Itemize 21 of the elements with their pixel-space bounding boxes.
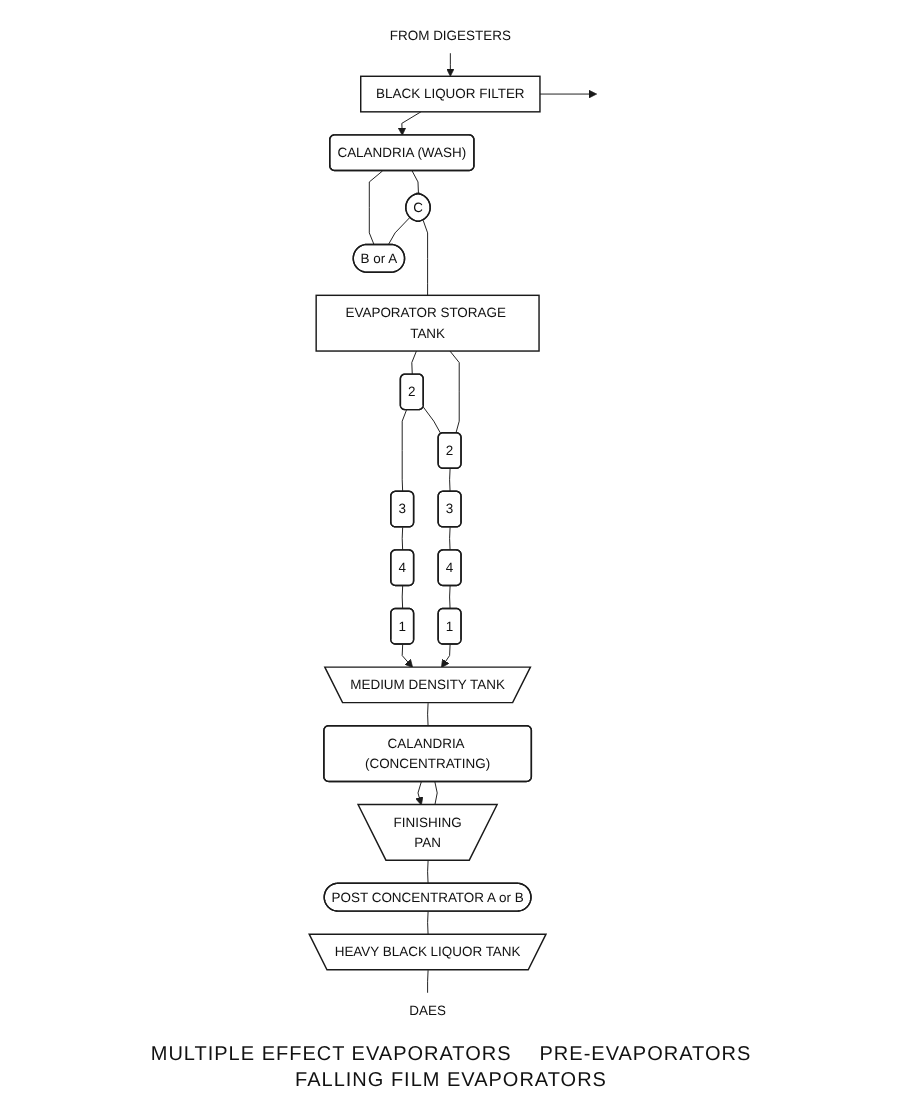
connector (422, 406, 442, 435)
connector (401, 585, 404, 610)
connector (449, 585, 451, 610)
connector (422, 219, 429, 296)
connector (427, 911, 429, 936)
connector (427, 860, 429, 885)
connector (411, 170, 419, 195)
connector (427, 702, 429, 727)
connector (427, 969, 429, 994)
section-label: PRE-EVAPORATORS (539, 1044, 752, 1066)
section-label: MULTIPLE EFFECT EVAPORATORS (150, 1044, 512, 1066)
connector (449, 526, 451, 551)
connector (449, 468, 451, 493)
connector (387, 216, 411, 246)
section-label: FALLING FILM EVAPORATORS (295, 1070, 607, 1092)
connector (411, 350, 417, 376)
connector (401, 526, 404, 551)
connector (401, 409, 407, 493)
connector (449, 350, 460, 434)
connector (368, 170, 384, 246)
connector (434, 781, 438, 806)
